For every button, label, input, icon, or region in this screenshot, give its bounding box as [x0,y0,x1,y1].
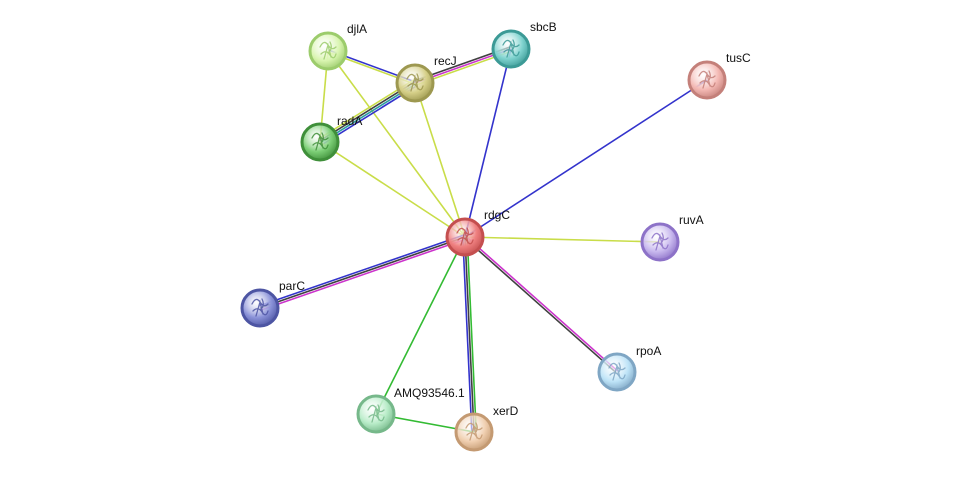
node-rpoa[interactable]: rpoA [597,344,661,392]
edge-line [463,237,617,374]
edge-line [260,238,466,311]
protein-structure-icon [465,422,483,441]
node-bubble [687,60,727,100]
node-label: rdgC [484,208,510,222]
edge-line [259,234,465,307]
edge-line [414,82,466,238]
node-tusc[interactable]: tusC [687,51,751,100]
edge-djlA-rdgC[interactable] [327,50,466,238]
node-bubble [395,63,435,103]
node-label: parC [279,279,305,293]
edge-sbcB-rdgC[interactable] [464,48,512,238]
edge-line [375,236,466,415]
edge-line [464,48,512,238]
edge-line [466,236,477,432]
edge-xerD-rdgC[interactable] [462,236,477,433]
node-bubble [300,122,340,162]
node-label: ruvA [679,213,704,227]
protein-structure-icon [406,73,424,92]
node-recj[interactable]: recJ [395,54,457,103]
edge-rpoA-rdgC[interactable] [463,235,619,374]
node-djla[interactable]: djlA [308,22,367,71]
edge-line [319,141,466,238]
node-bubble [640,222,680,262]
node-bubble [454,412,494,452]
node-label: tusC [726,51,751,65]
protein-structure-icon [251,298,269,317]
edge-line [464,236,475,433]
edge-line [464,236,661,243]
node-xerd[interactable]: xerD [454,404,519,452]
node-bubble [308,31,348,71]
node-label: radA [337,114,362,128]
node-parc[interactable]: parC [240,279,305,328]
node-label: sbcB [530,20,557,34]
protein-structure-icon [502,39,520,58]
protein-structure-icon [319,41,337,60]
edge-line [465,235,619,372]
node-ruva[interactable]: ruvA [640,213,704,262]
edge-recJ-rdgC[interactable] [414,82,466,238]
node-rada[interactable]: radA [300,114,362,162]
edge-parC-rdgC[interactable] [259,234,466,311]
node-label: djlA [347,22,367,36]
edge-line [327,50,466,238]
protein-structure-icon [456,227,474,246]
node-label: rpoA [636,344,661,358]
node-bubble [240,288,280,328]
edge-AMQ93546.1-rdgC[interactable] [375,236,466,415]
node-label: xerD [493,404,519,418]
protein-structure-icon [698,70,716,89]
node-label: AMQ93546.1 [394,386,465,400]
edge-line [259,236,466,309]
edge-line [464,79,708,238]
node-bubble [597,352,637,392]
node-rdgc[interactable]: rdgC [445,208,510,257]
node-bubble [445,217,485,257]
protein-structure-icon [367,404,385,423]
node-amq93546-1[interactable]: AMQ93546.1 [356,386,465,434]
node-bubble [491,29,531,69]
edge-tusC-rdgC[interactable] [464,79,708,238]
nodes-layer: rdgC djlA recJ sbcB radA tusC ruvA parC rpoA AMQ9… [240,20,751,452]
node-bubble [356,394,396,434]
protein-structure-icon [608,362,626,381]
edge-line [462,237,473,433]
protein-structure-icon [651,232,669,251]
node-sbcb[interactable]: sbcB [491,20,557,69]
edge-radA-rdgC[interactable] [319,141,466,238]
node-label: recJ [434,54,457,68]
protein-structure-icon [311,132,329,151]
edge-ruvA-rdgC[interactable] [464,236,661,243]
